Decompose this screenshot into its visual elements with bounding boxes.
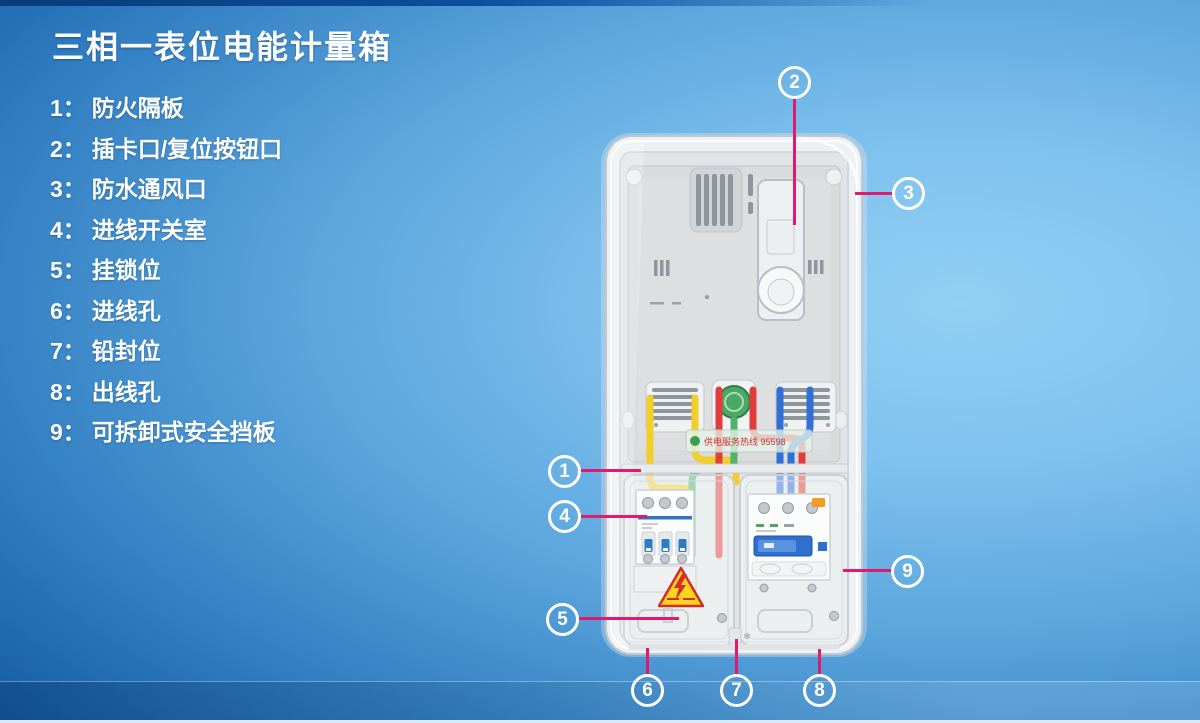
legend-item-5: 5：挂锁位: [50, 257, 161, 284]
callout-7: 7: [720, 674, 753, 707]
warning-triangle-icon: [657, 566, 705, 608]
legend-item-7: 7：铅封位: [50, 338, 161, 365]
callout-3: 3: [892, 177, 925, 210]
callout-1: 1: [548, 455, 581, 488]
leader-line-8: [818, 649, 821, 675]
sticker-logo-icon: [690, 436, 700, 446]
leader-line-4: [581, 515, 647, 518]
vent-grille: [689, 167, 753, 233]
callout-9: 9: [891, 555, 924, 588]
breaker-left: [633, 489, 697, 593]
hotline-sticker-text: 供电服务热线 95598: [704, 436, 786, 447]
fire-barrier: [621, 463, 849, 474]
bottom-edge-strip: [0, 720, 1200, 723]
legend-item-3: 3：防水通风口: [50, 176, 207, 203]
callout-4: 4: [548, 500, 581, 533]
legend-item-1: 1：防火隔板: [50, 95, 184, 122]
callout-6: 6: [631, 674, 664, 707]
legend-item-8: 8：出线孔: [50, 378, 161, 405]
leader-line-5: [579, 617, 679, 620]
card-slot: [757, 179, 805, 321]
top-edge-band: [0, 0, 1200, 6]
callout-5: 5: [546, 603, 579, 636]
legend-item-6: 6：进线孔: [50, 297, 161, 324]
callout-8: 8: [803, 674, 836, 707]
cover-latches: [628, 607, 840, 650]
leader-line-9: [843, 569, 892, 572]
legend-item-9: 9：可拆卸式安全挡板: [50, 419, 276, 446]
leader-line-2: [793, 98, 796, 225]
callout-2: 2: [778, 66, 811, 99]
breaker-right: [747, 493, 831, 593]
legend-item-4: 4：进线开关室: [50, 216, 207, 243]
leader-line-3: [855, 192, 893, 195]
lightning-bolt-icon: [674, 574, 687, 601]
metering-box-photo: 供电服务热线 95598: [601, 133, 867, 657]
hotline-sticker: 供电服务热线 95598: [685, 429, 813, 453]
legend-item-2: 2：插卡口/复位按钮口: [50, 135, 283, 162]
leader-line-7: [735, 639, 738, 675]
legend-list: 1：防火隔板 2：插卡口/复位按钮口 3：防水通风口 4：进线开关室 5：挂锁位…: [50, 86, 282, 451]
footer-band: [0, 681, 1200, 720]
page-title: 三相一表位电能计量箱: [52, 29, 393, 65]
glass-sheen: [614, 136, 860, 648]
leader-line-6: [646, 648, 649, 675]
leader-line-1: [581, 469, 641, 472]
